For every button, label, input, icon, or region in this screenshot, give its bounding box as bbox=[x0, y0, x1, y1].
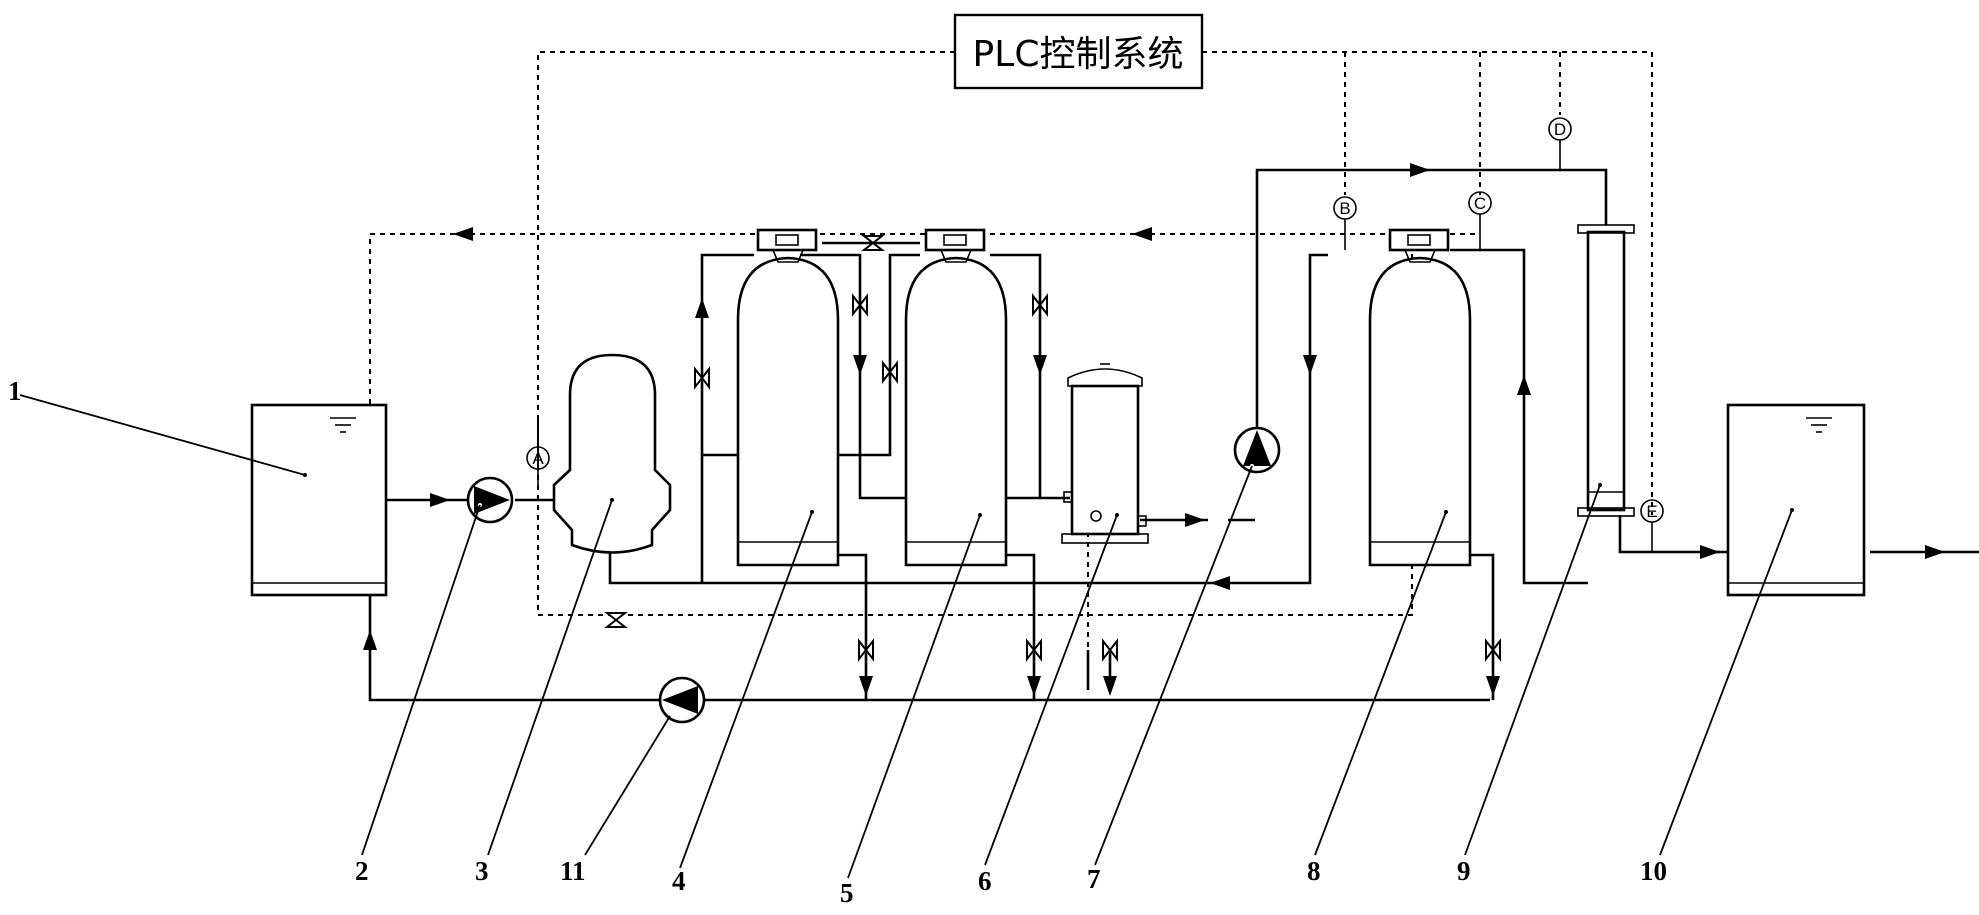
return-pump bbox=[658, 676, 706, 724]
label-9: 9 bbox=[1457, 856, 1471, 886]
label-4: 4 bbox=[672, 866, 686, 896]
label-5: 5 bbox=[840, 878, 854, 908]
instrument-c-letter: C bbox=[1474, 194, 1486, 213]
label-2: 2 bbox=[355, 856, 369, 886]
resin-tank-8 bbox=[1368, 228, 1472, 567]
instrument-a: A bbox=[526, 446, 550, 490]
label-6: 6 bbox=[978, 866, 992, 896]
cartridge-filter bbox=[1061, 363, 1149, 544]
instrument-c: C bbox=[1468, 191, 1492, 250]
product-tank bbox=[1726, 403, 1866, 597]
membrane-column bbox=[1577, 224, 1635, 517]
plc-control-box: PLC控制系统 bbox=[953, 13, 1204, 90]
booster-pump bbox=[1233, 426, 1281, 474]
plc-label: PLC控制系统 bbox=[973, 34, 1184, 75]
label-11: 11 bbox=[560, 856, 586, 886]
component-numbers: 1 2 3 11 4 5 6 7 8 9 10 bbox=[8, 376, 1667, 908]
instrument-d: D bbox=[1548, 117, 1572, 170]
instrument-e-letter: E bbox=[1646, 502, 1657, 521]
label-3: 3 bbox=[475, 856, 489, 886]
feed-pump bbox=[466, 476, 514, 524]
pre-filter bbox=[552, 353, 672, 554]
label-7: 7 bbox=[1087, 864, 1101, 894]
raw-water-tank bbox=[250, 403, 388, 597]
instrument-d-letter: D bbox=[1554, 120, 1566, 139]
label-1: 1 bbox=[8, 376, 22, 406]
instrument-e: E bbox=[1640, 499, 1664, 552]
label-10: 10 bbox=[1640, 856, 1667, 886]
resin-tank-5 bbox=[904, 228, 1008, 567]
resin-tank-4 bbox=[736, 228, 840, 567]
leader-lines bbox=[19, 394, 1793, 879]
label-8: 8 bbox=[1307, 856, 1321, 886]
instrument-b-letter: B bbox=[1339, 199, 1350, 218]
instrument-a-letter: A bbox=[532, 449, 544, 468]
instrument-b: B bbox=[1333, 196, 1357, 250]
